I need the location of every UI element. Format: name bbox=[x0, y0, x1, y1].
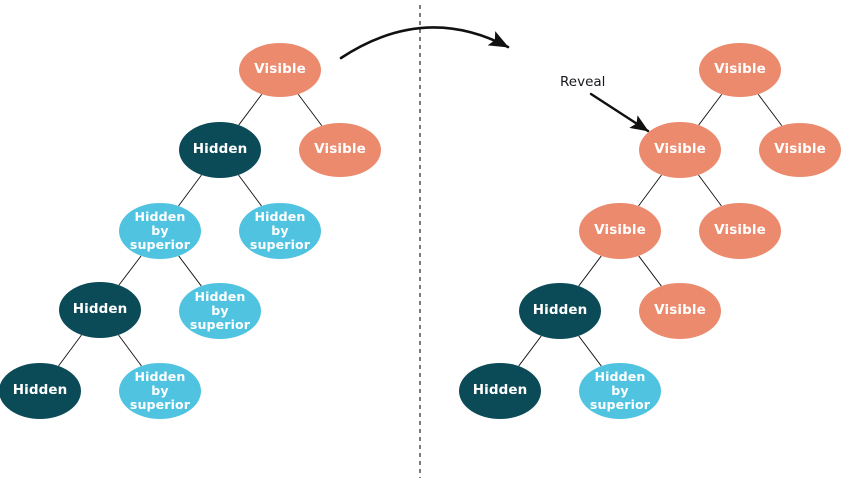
tree-node-label: Visible bbox=[594, 222, 646, 239]
tree-node-label: Visible bbox=[314, 141, 366, 158]
tree-node-label: Visible bbox=[654, 141, 706, 158]
tree-node-visible[interactable]: Visible bbox=[699, 43, 781, 97]
tree-node-label: Visible bbox=[714, 222, 766, 239]
tree-node-visible[interactable]: Visible bbox=[639, 283, 721, 339]
tree-node-visible[interactable]: Visible bbox=[299, 123, 381, 177]
tree-node-hidden[interactable]: Hidden bbox=[59, 282, 141, 338]
tree-node-label: Visible bbox=[254, 61, 306, 78]
tree-node-visible[interactable]: Visible bbox=[699, 203, 781, 259]
tree-node-visible[interactable]: Visible bbox=[579, 203, 661, 259]
tree-node-label: Visible bbox=[714, 61, 766, 78]
tree-node-visible[interactable]: Visible bbox=[759, 123, 841, 177]
reveal-annotation-label: Reveal bbox=[560, 74, 606, 90]
tree-node-label: Hidden bbox=[472, 382, 528, 399]
tree-node-visible[interactable]: Visible bbox=[639, 122, 721, 178]
tree-node-hidden[interactable]: Hidden bbox=[459, 363, 541, 419]
tree-node-label: Visible bbox=[774, 141, 826, 158]
tree-node-hidden[interactable]: Hidden bbox=[179, 122, 261, 178]
tree-node-label: Hidden bbox=[12, 382, 68, 399]
tree-node-label: Hidden bbox=[192, 141, 248, 158]
tree-node-hidden[interactable]: Hidden bbox=[519, 283, 601, 339]
tree-node-label: Hidden bbox=[72, 301, 128, 318]
tree-node-visible[interactable]: Visible bbox=[239, 43, 321, 97]
tree-node-label: Visible bbox=[654, 302, 706, 319]
tree-node-label: Hidden bbox=[532, 302, 588, 319]
tree-node-hidden[interactable]: Hidden bbox=[0, 363, 81, 419]
